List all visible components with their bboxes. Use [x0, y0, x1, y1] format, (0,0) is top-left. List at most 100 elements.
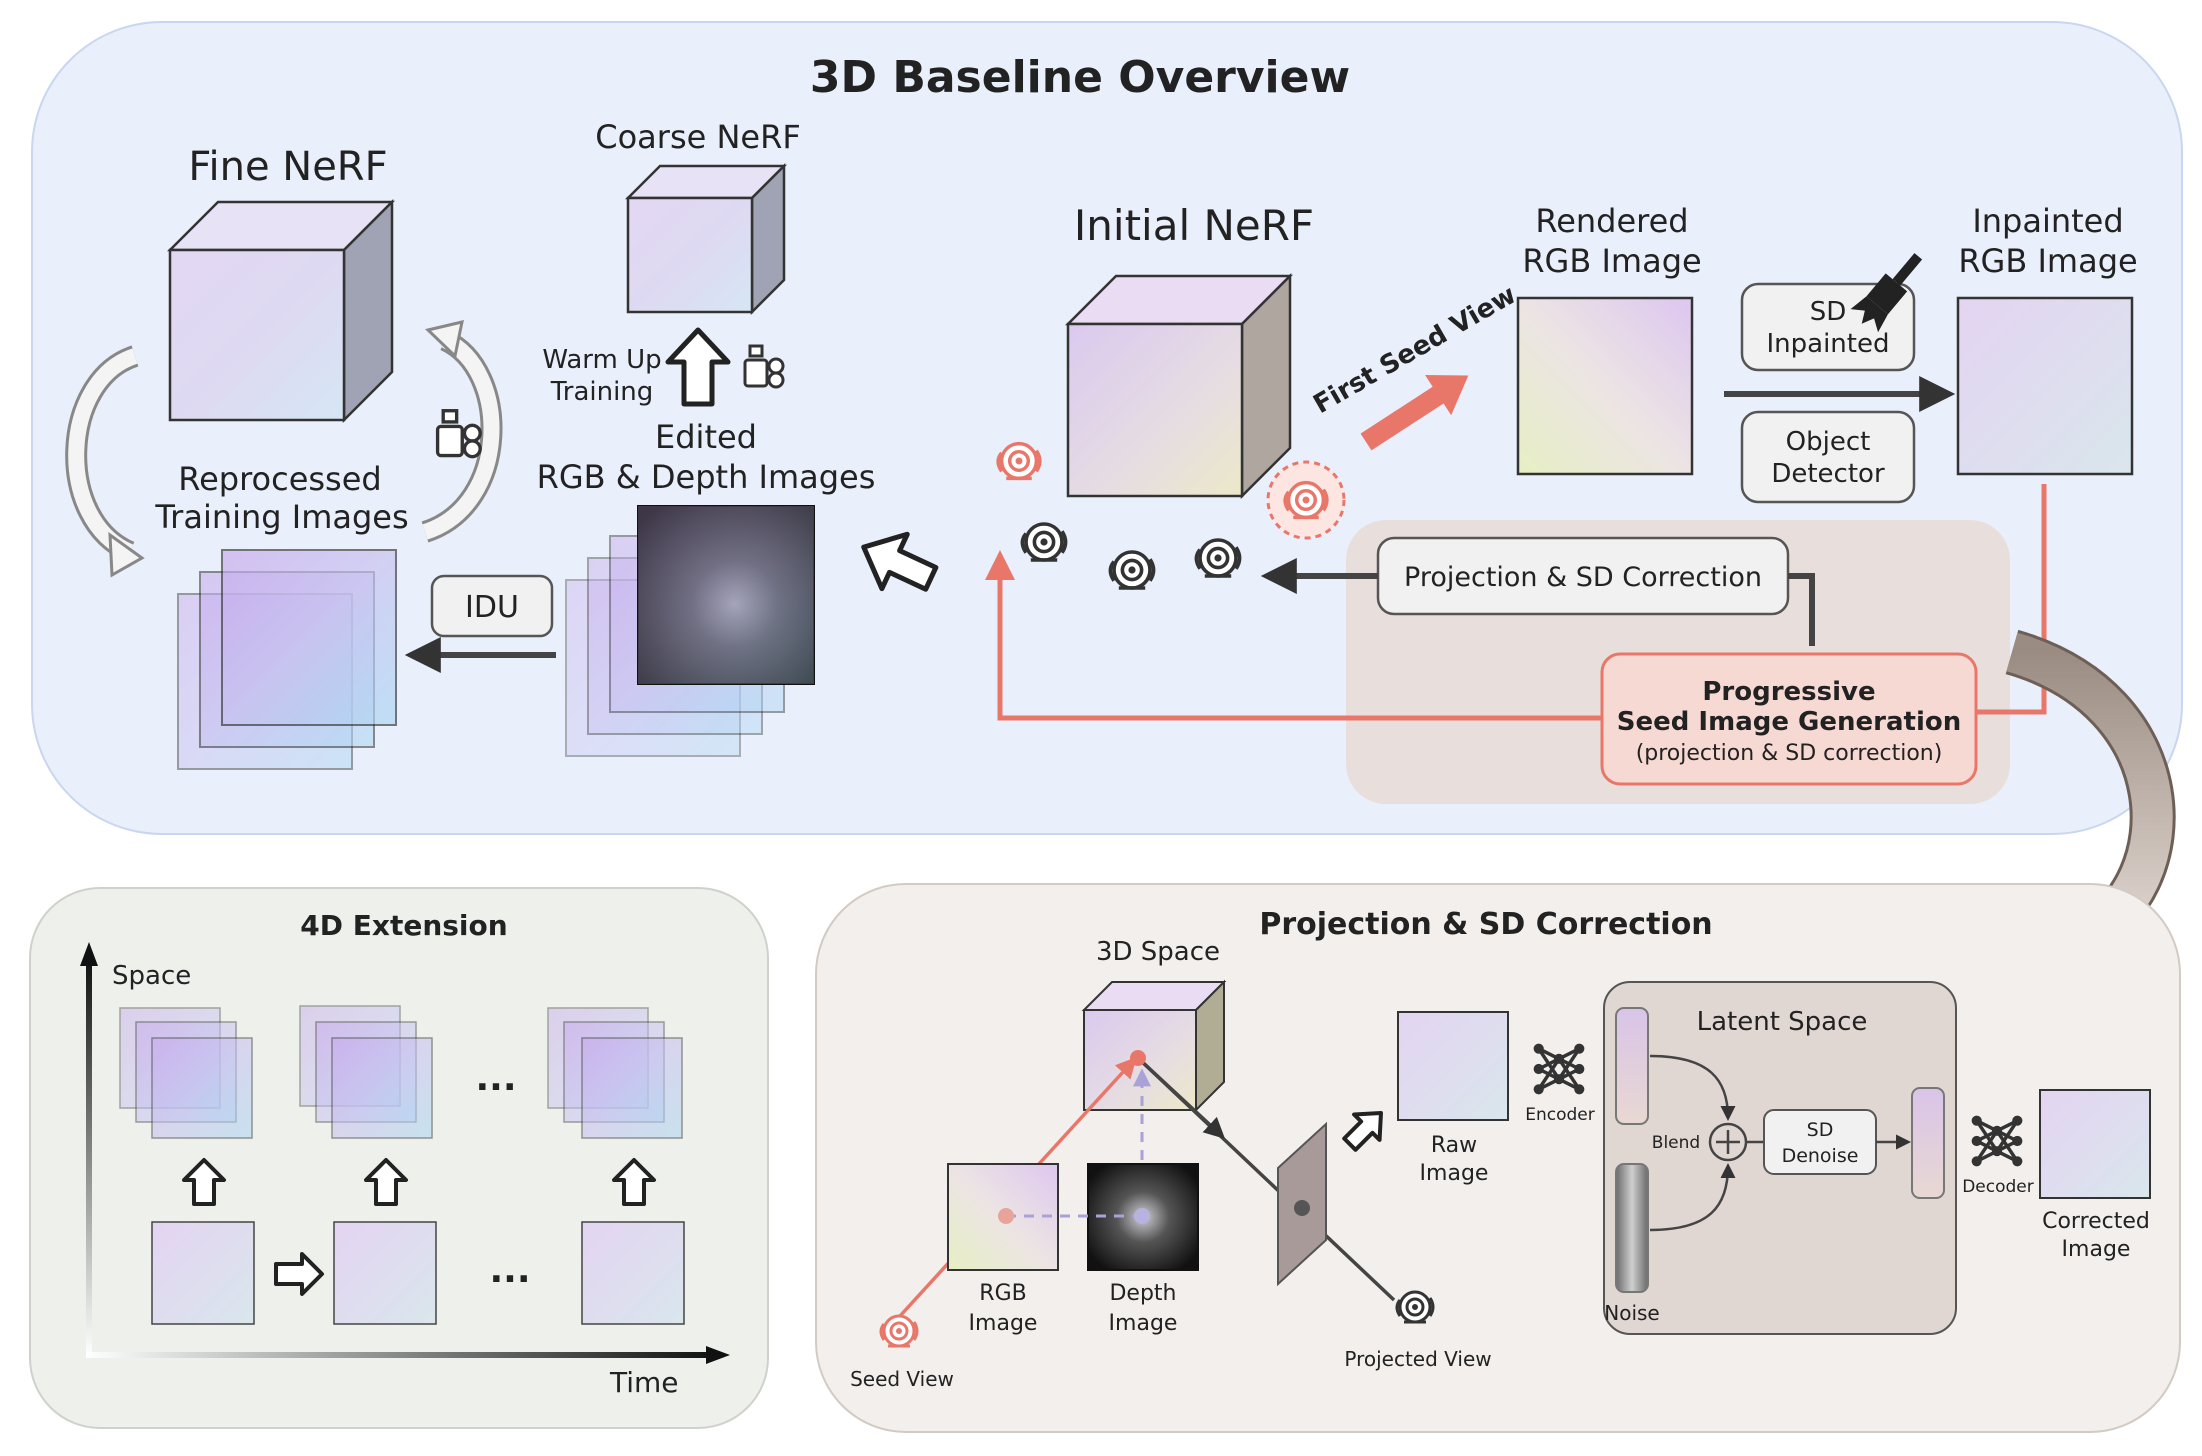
seed-view-camera	[879, 1314, 919, 1348]
extension-4d-panel: 4D Extension Space Time ... ...	[29, 887, 769, 1429]
seed-camera-red-left	[996, 441, 1042, 481]
edited-label-2: RGB & Depth Images	[537, 458, 876, 496]
depth-label-2: Image	[1109, 1311, 1178, 1336]
ellipsis-bottom: ...	[489, 1250, 530, 1291]
seed-view-label: Seed View	[850, 1367, 954, 1391]
space-axis	[86, 958, 92, 1358]
correction-connector	[1788, 573, 1815, 646]
plane-point	[1294, 1200, 1310, 1216]
coarse-nerf-cube	[624, 162, 788, 316]
corrected-image	[2039, 1089, 2151, 1199]
baseline-title: 3D Baseline Overview	[810, 52, 1350, 103]
object-detector-box: Object Detector	[1740, 410, 1916, 504]
edited-label-1: Edited	[655, 418, 757, 456]
coarse-nerf-label: Coarse NeRF	[595, 118, 800, 156]
4d-frame-3	[581, 1221, 685, 1325]
idu-box: IDU	[430, 574, 554, 638]
latent-bar-input	[1615, 1007, 1649, 1125]
projected-view-label: Projected View	[1344, 1347, 1491, 1371]
sd-denoise-label-1: SD	[1807, 1119, 1834, 1141]
fine-nerf-cube	[166, 198, 396, 424]
raw-image	[1397, 1011, 1509, 1121]
sd-denoise-box: SD Denoise	[1763, 1109, 1877, 1175]
4d-stack-3	[547, 1007, 683, 1139]
corrected-label-2: Image	[2062, 1237, 2131, 1262]
space-axis-head	[80, 942, 98, 966]
projection-title: Projection & SD Correction	[1259, 907, 1712, 942]
extension-title: 4D Extension	[300, 909, 507, 942]
sd-inpainted-label-1: SD	[1810, 297, 1847, 327]
projected-view-camera	[1395, 1290, 1435, 1324]
rgb-label-1: RGB	[979, 1281, 1026, 1306]
inpainted-label-1: Inpainted	[1972, 202, 2123, 240]
fine-nerf-label: Fine NeRF	[188, 144, 387, 190]
noise-bar	[1615, 1163, 1649, 1293]
warm-up-label-1: Warm Up	[542, 345, 661, 375]
up-arrow-3	[612, 1158, 656, 1206]
initial-nerf-cube	[1064, 272, 1294, 500]
progressive-label-1: Progressive	[1702, 677, 1875, 707]
idu-label: IDU	[465, 590, 519, 625]
blend-curve-top	[1649, 1054, 1736, 1121]
blend-curve-bottom	[1649, 1163, 1736, 1232]
proj-sd-correction-label: Projection & SD Correction	[1404, 562, 1762, 593]
time-label: Time	[609, 1366, 679, 1399]
time-axis	[86, 1352, 712, 1358]
first-seed-view-arrow	[1360, 375, 1469, 451]
4d-frame-2	[333, 1221, 437, 1325]
4d-stack-2	[299, 1005, 433, 1139]
warm-up-arrow	[665, 327, 731, 407]
depth-label-1: Depth	[1109, 1281, 1176, 1306]
brush-icon	[1850, 253, 1923, 333]
red-loop-line	[1976, 484, 2047, 715]
blend-label: Blend	[1652, 1133, 1700, 1153]
rendered-label-1: Rendered	[1535, 202, 1688, 240]
warm-up-label-2: Training	[550, 377, 654, 407]
raw-arrow	[1342, 1111, 1383, 1152]
decoder-label: Decoder	[1962, 1177, 2034, 1197]
edited-images-stack	[565, 505, 815, 757]
4d-stack-1	[119, 1007, 253, 1139]
initial-nerf-label: Initial NeRF	[1074, 201, 1314, 250]
latent-space-label: Latent Space	[1697, 1007, 1868, 1037]
up-arrow-1	[182, 1158, 226, 1206]
rendered-rgb-image	[1516, 296, 1694, 476]
hollow-arrow-to-edited	[861, 531, 939, 592]
rendered-label-2: RGB Image	[1522, 242, 1701, 280]
raw-label-2: Image	[1420, 1161, 1489, 1186]
red-loop-return	[985, 550, 1602, 721]
reprocessed-images-stack	[177, 549, 397, 770]
progressive-box: Progressive Seed Image Generation (proje…	[1600, 652, 1978, 786]
object-detector-label-1: Object	[1786, 427, 1871, 457]
inpainted-label-2: RGB Image	[1958, 242, 2137, 280]
rgb-label-2: Image	[969, 1311, 1038, 1336]
noise-label: Noise	[1604, 1301, 1659, 1325]
latent-bar-output	[1911, 1087, 1945, 1199]
ray-point	[1130, 1050, 1146, 1066]
baseline-panel: 3D Baseline Overview Fine NeRF Reprocess…	[31, 21, 2183, 835]
refresh-arrows	[65, 320, 503, 578]
raw-label-1: Raw	[1431, 1133, 1477, 1158]
encoder-label: Encoder	[1525, 1105, 1595, 1125]
right-arrow-time	[274, 1252, 324, 1296]
camera-icon-2	[1108, 550, 1156, 590]
time-axis-head	[706, 1346, 730, 1364]
sd-inpainted-label-2: Inpainted	[1767, 329, 1890, 359]
projection-panel: Projection & SD Correction 3D Space RGB …	[815, 883, 2181, 1433]
progressive-label-2: Seed Image Generation	[1617, 707, 1961, 737]
reprocessed-label-1: Reprocessed	[178, 460, 381, 498]
seed-camera-red-dashed	[1266, 460, 1346, 540]
object-detector-label-2: Detector	[1771, 459, 1885, 489]
inpainted-rgb-image	[1956, 296, 2134, 476]
camera-icon-3	[1194, 538, 1242, 578]
camera-icon-1	[1020, 522, 1068, 562]
space3d-label: 3D Space	[1096, 937, 1220, 967]
proj-sd-correction-box: Projection & SD Correction	[1376, 536, 1790, 616]
4d-frame-1	[151, 1221, 255, 1325]
reprocessed-label-2: Training Images	[154, 498, 408, 536]
corrected-label-1: Corrected	[2042, 1209, 2150, 1234]
depth-point	[1134, 1208, 1150, 1224]
space-label: Space	[112, 961, 191, 991]
sd-denoise-label-2: Denoise	[1782, 1145, 1859, 1167]
